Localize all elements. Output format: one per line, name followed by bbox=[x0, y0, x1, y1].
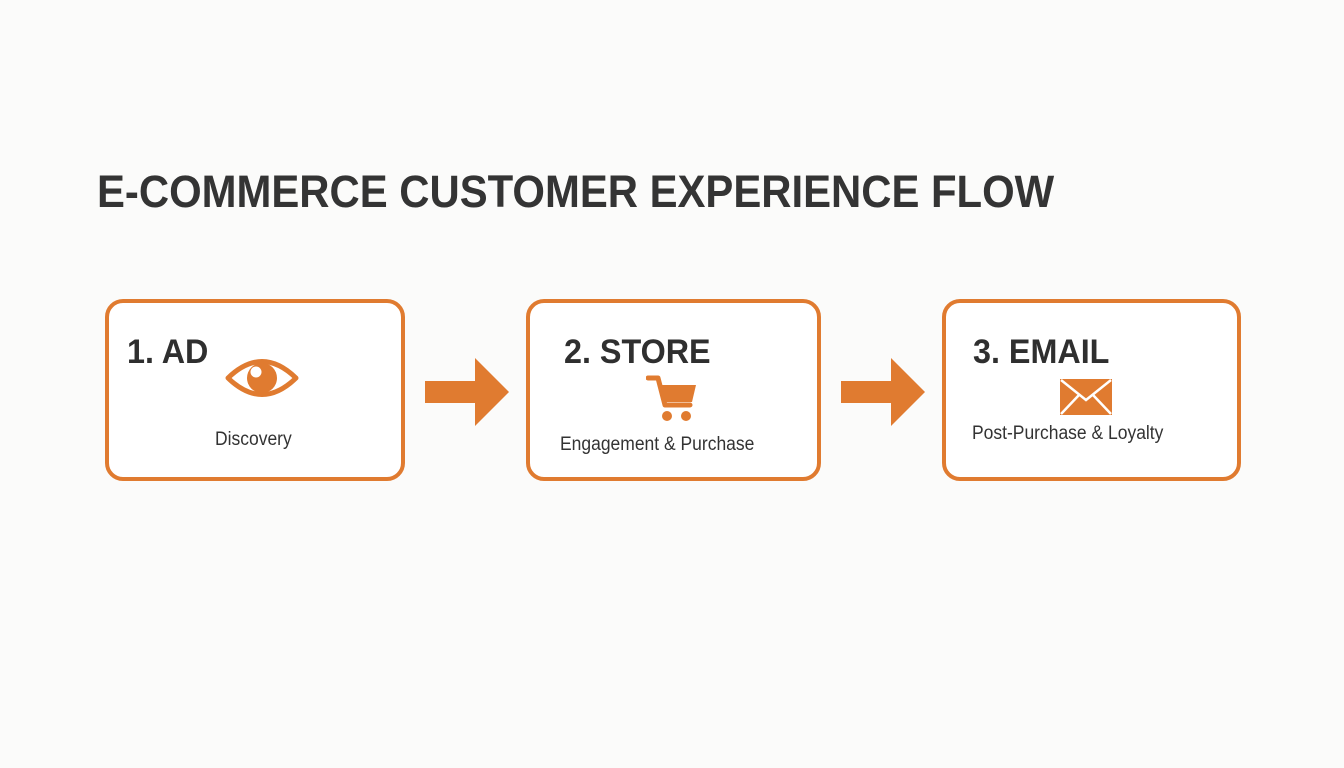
shopping-cart-icon bbox=[645, 375, 698, 428]
step-description: Engagement & Purchase bbox=[560, 434, 755, 455]
step-description: Discovery bbox=[215, 429, 292, 450]
arrow-right-icon bbox=[425, 358, 509, 431]
step-box-email: 3. EMAIL Post-Purchase & Loyalty bbox=[942, 299, 1241, 481]
envelope-icon bbox=[1060, 379, 1112, 420]
eye-icon bbox=[224, 353, 300, 408]
step-label: 2. STORE bbox=[564, 333, 711, 371]
step-description: Post-Purchase & Loyalty bbox=[972, 423, 1164, 444]
step-box-ad: 1. AD Discovery bbox=[105, 299, 405, 481]
diagram-title: E-COMMERCE CUSTOMER EXPERIENCE FLOW bbox=[97, 166, 1055, 217]
step-label: 3. EMAIL bbox=[973, 333, 1110, 371]
step-label: 1. AD bbox=[127, 333, 209, 371]
step-box-store: 2. STORE Engagement & Purchase bbox=[526, 299, 821, 481]
arrow-right-icon bbox=[841, 358, 925, 431]
